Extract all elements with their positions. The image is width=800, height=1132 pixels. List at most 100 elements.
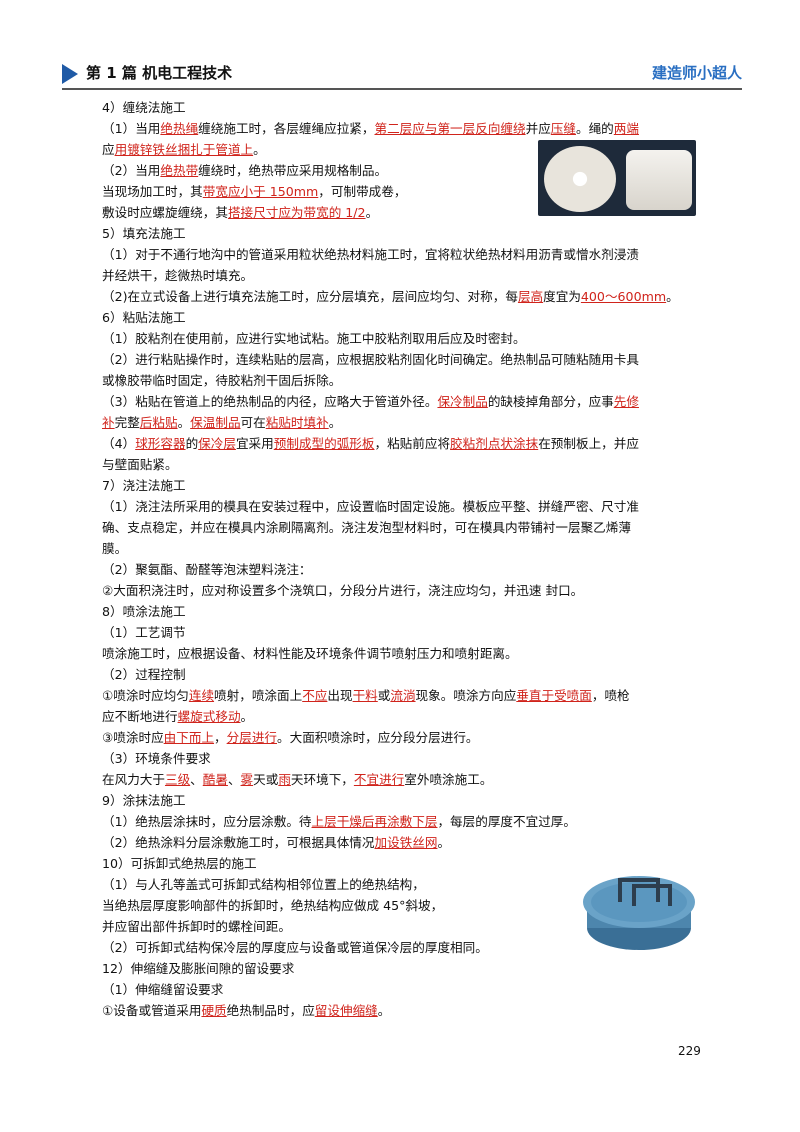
text-line: （3）粘贴在管道上的绝热制品的内径，应略大于管道外径。保冷制品的缺棱掉角部分，应… xyxy=(102,391,712,412)
page-header: 第 1 篇 机电工程技术 建造师小超人 xyxy=(62,62,742,88)
text-line: （2）过程控制 xyxy=(102,664,712,685)
text-span: （4） xyxy=(102,436,136,451)
text-line: ③喷涂时应由下而上，分层进行。大面积喷涂时，应分段分层进行。 xyxy=(102,727,712,748)
text-line: 4）缠绕法施工 xyxy=(102,97,712,118)
text-span: （2）聚氨酯、酚醛等泡沫塑料浇注： xyxy=(102,562,312,577)
key-term: 保冷制品 xyxy=(437,394,488,409)
text-line: 6）粘贴法施工 xyxy=(102,307,712,328)
key-term: 保温制品 xyxy=(190,415,241,430)
key-term: 绝热绳 xyxy=(160,121,199,136)
text-span: （2）进行粘贴操作时，连续粘贴的层高，应根据胶粘剂固化时间确定。绝热制品可随粘随… xyxy=(102,352,639,367)
text-span: 绝热制品时，应 xyxy=(226,1003,315,1018)
text-line: 在风力大于三级、酷暑、雾天或雨天环境下，不宜进行室外喷涂施工。 xyxy=(102,769,712,790)
key-term: 由下而上 xyxy=(163,730,215,745)
text-span: （1）当用 xyxy=(102,121,161,136)
text-span: 室外喷涂施工。 xyxy=(404,772,493,787)
key-term: 螺旋式移动 xyxy=(177,709,241,724)
text-span: （3）环境条件要求 xyxy=(102,751,211,766)
text-line: 当现场加工时，其带宽应小于 150mm，可制带成卷， xyxy=(102,181,522,202)
text-span: 出现 xyxy=(327,688,353,703)
text-span: 。 xyxy=(437,835,451,850)
text-span: 。 xyxy=(240,709,254,724)
key-term: 垂直于受喷面 xyxy=(516,688,592,703)
key-term: 酷暑 xyxy=(202,772,228,787)
insulation-rolls-image xyxy=(538,140,696,216)
key-term: 雾 xyxy=(240,772,254,787)
text-line: 12）伸缩缝及膨胀间隙的留设要求 xyxy=(102,958,712,979)
text-span: 敷设时应螺旋缠绕，其 xyxy=(102,205,228,220)
triangle-marker-icon xyxy=(62,64,78,84)
key-term: 预制成型的弧形板 xyxy=(273,436,375,451)
text-span: （1）浇注法所采用的模具在安装过程中，应设置临时固定设施。模板应平整、拼缝严密、… xyxy=(102,499,639,514)
text-span: 在预制板上，并应 xyxy=(538,436,639,451)
text-line: 当绝热层厚度影响部件的拆卸时，绝热结构应做成 45°斜坡， xyxy=(102,895,522,916)
text-span: （2）过程控制 xyxy=(102,667,186,682)
text-span: ，粘贴前应将 xyxy=(374,436,451,451)
key-term: 搭接尺寸应为带宽的 1/2 xyxy=(227,205,366,220)
text-span: （2)在立式设备上进行填充法施工时，应分层填充，层间应均匀、对称，每 xyxy=(102,289,518,304)
text-span: 。 xyxy=(377,1003,391,1018)
text-span: ①喷涂时应均匀 xyxy=(102,688,189,703)
key-term: 后粘贴 xyxy=(139,415,178,430)
text-span: 5）填充法施工 xyxy=(102,226,186,241)
text-line: （2)在立式设备上进行填充法施工时，应分层填充，层间应均匀、对称，每层高度宜为4… xyxy=(102,286,712,307)
text-span: 7）浇注法施工 xyxy=(102,478,186,493)
key-term: 硬质 xyxy=(201,1003,227,1018)
key-term: 胶粘剂点状涂抹 xyxy=(450,436,539,451)
text-span: 8）喷涂法施工 xyxy=(102,604,186,619)
text-line: （1）胶粘剂在使用前，应进行实地试粘。施工中胶粘剂取用后应及时密封。 xyxy=(102,328,712,349)
text-span: 膜。 xyxy=(102,541,128,556)
key-term: 球形容器 xyxy=(135,436,186,451)
text-line: 并应留出部件拆卸时的螺栓间距。 xyxy=(102,916,522,937)
key-term: 三级 xyxy=(164,772,191,787)
text-span: 12）伸缩缝及膨胀间隙的留设要求 xyxy=(102,961,295,976)
removable-cover-image xyxy=(583,876,695,950)
key-term: 先修 xyxy=(613,394,639,409)
text-line: 应不断地进行螺旋式移动。 xyxy=(102,706,712,727)
text-span: 。 xyxy=(253,142,266,157)
key-term: 干料 xyxy=(352,688,378,703)
text-line: 10）可拆卸式绝热层的施工 xyxy=(102,853,712,874)
key-term: 保冷层 xyxy=(198,436,236,451)
header-divider xyxy=(62,88,742,90)
text-span: ，喷枪 xyxy=(591,688,630,703)
text-line: 9）涂抹法施工 xyxy=(102,790,712,811)
text-line: 8）喷涂法施工 xyxy=(102,601,712,622)
key-term: 不宜进行 xyxy=(353,772,405,787)
text-span: 应 xyxy=(102,142,115,157)
text-span: 。 xyxy=(666,289,679,304)
text-span: （1）工艺调节 xyxy=(102,625,186,640)
key-term: 留设伸缩缝 xyxy=(314,1003,378,1018)
text-line: 5）填充法施工 xyxy=(102,223,712,244)
text-span: 的缺棱掉角部分，应事 xyxy=(487,394,614,409)
text-span: 当现场加工时，其 xyxy=(102,184,203,199)
text-span: 并经烘干，趁微热时填充。 xyxy=(102,268,254,283)
text-span: ①设备或管道采用 xyxy=(102,1003,202,1018)
text-line: （1）工艺调节 xyxy=(102,622,712,643)
text-span: 喷射，喷涂面上 xyxy=(214,688,303,703)
text-span: 。绳的 xyxy=(575,121,614,136)
text-line: （2）当用绝热带缠绕时，绝热带应采用规格制品。 xyxy=(102,160,522,181)
text-span: 与壁面贴紧。 xyxy=(102,457,178,472)
text-line: 或橡胶带临时固定，待胶粘剂干固后拆除。 xyxy=(102,370,712,391)
text-span: 并应 xyxy=(525,121,551,136)
text-span: 宜采用 xyxy=(235,436,274,451)
text-span: 现象。喷涂方向应 xyxy=(415,688,517,703)
key-term: 压缝 xyxy=(550,121,576,136)
text-span: 完整 xyxy=(114,415,140,430)
text-span: 、 xyxy=(190,772,203,787)
text-line: 7）浇注法施工 xyxy=(102,475,712,496)
key-term: 上层干燥后再涂敷下层 xyxy=(311,814,438,829)
text-line: （1）对于不通行地沟中的管道采用粒状绝热材料施工时，宜将粒状绝热材料用沥青或憎水… xyxy=(102,244,712,265)
text-span: 或橡胶带临时固定，待胶粘剂干固后拆除。 xyxy=(102,373,342,388)
text-line: （2）进行粘贴操作时，连续粘贴的层高，应根据胶粘剂固化时间确定。绝热制品可随粘随… xyxy=(102,349,712,370)
text-line: （1）当用绝热绳缠绕施工时，各层缠绳应拉紧，第二层应与第一层反向缠绕并应压缝。绳… xyxy=(102,118,712,139)
key-term: 补 xyxy=(102,415,115,430)
text-span: ③喷涂时应 xyxy=(102,730,164,745)
text-line: （4）球形容器的保冷层宜采用预制成型的弧形板，粘贴前应将胶粘剂点状涂抹在预制板上… xyxy=(102,433,712,454)
text-span: 并应留出部件拆卸时的螺栓间距。 xyxy=(102,919,291,934)
text-span: 应不断地进行 xyxy=(102,709,178,724)
text-span: （2）当用 xyxy=(102,163,161,178)
text-line: ①设备或管道采用硬质绝热制品时，应留设伸缩缝。 xyxy=(102,1000,712,1021)
text-span: ，每层的厚度不宜过厚。 xyxy=(437,814,576,829)
